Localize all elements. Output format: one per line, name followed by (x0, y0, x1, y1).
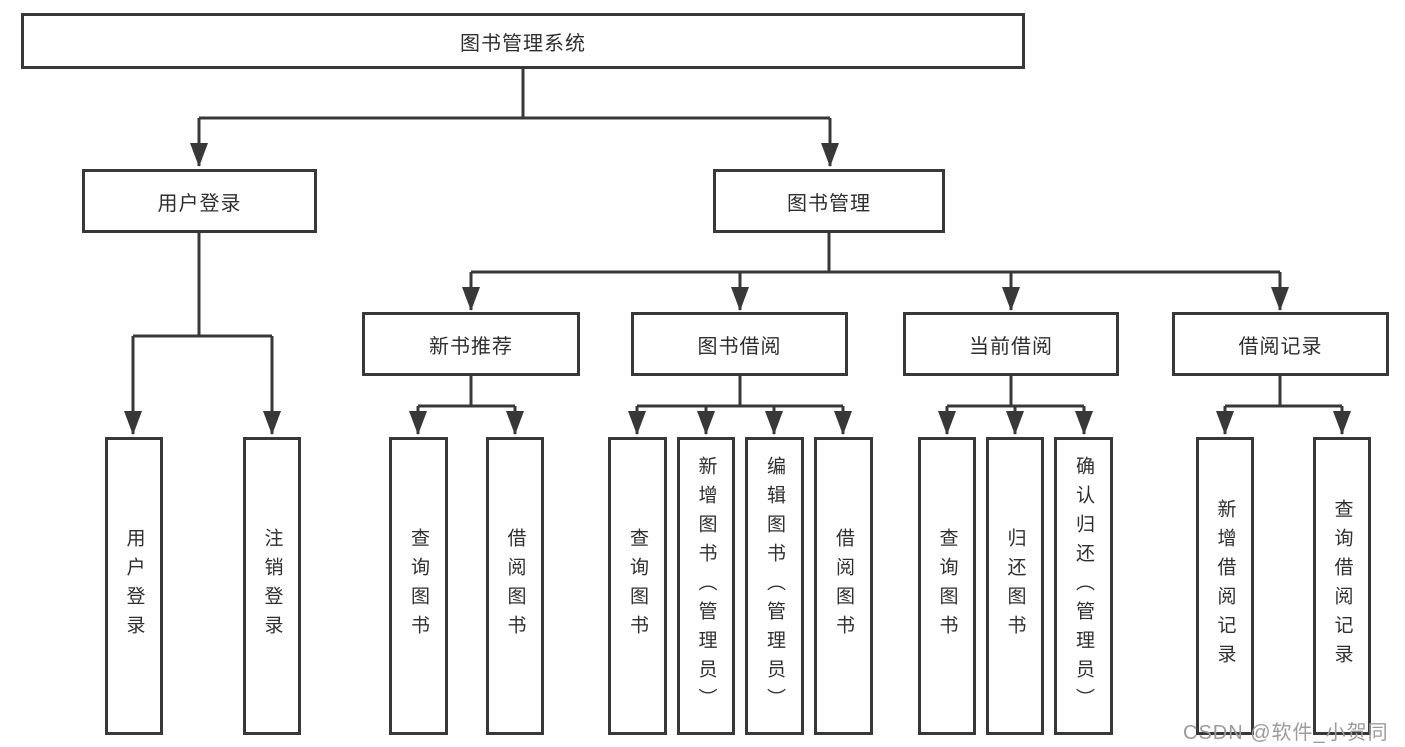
leaf-label: 借阅图书 (504, 528, 526, 644)
leaf-label: 用户登录 (123, 528, 145, 644)
node-new-book-recommend: 新书推荐 (362, 312, 580, 376)
leaf-borrow-query-books: 查询图书 (608, 437, 667, 735)
leaf-label: 查询图书 (936, 528, 958, 644)
leaf-label: 编辑图书（管理员） (764, 455, 785, 717)
node-root-system: 图书管理系统 (21, 13, 1025, 69)
leaf-label: 归还图书 (1004, 528, 1026, 644)
connectors (124, 68, 1351, 435)
node-book-borrow: 图书借阅 (631, 312, 848, 376)
leaf-confirm-return-admin: 确认归还（管理员） (1054, 437, 1113, 735)
leaf-borrow-books: 借阅图书 (814, 437, 873, 735)
leaf-label: 查询图书 (627, 528, 648, 644)
leaf-label: 新增借阅记录 (1214, 499, 1236, 673)
leaf-current-query-books: 查询图书 (918, 437, 976, 735)
node-current-borrow: 当前借阅 (903, 312, 1119, 376)
leaf-rec-query-books: 查询图书 (389, 437, 448, 735)
leaf-logout-login: 注销登录 (243, 437, 301, 735)
node-borrow-records: 借阅记录 (1172, 312, 1389, 376)
node-user-login: 用户登录 (82, 169, 317, 233)
leaf-query-borrow-record: 查询借阅记录 (1313, 437, 1371, 735)
leaf-user-login: 用户登录 (105, 437, 163, 735)
leaf-add-books-admin: 新增图书（管理员） (677, 437, 735, 735)
leaf-return-books: 归还图书 (986, 437, 1044, 735)
leaf-label: 注销登录 (261, 528, 283, 644)
leaf-label: 新增图书（管理员） (695, 455, 717, 717)
leaf-rec-borrow-books: 借阅图书 (486, 437, 544, 735)
csdn-watermark: CSDN @软件_小贺同学 (1183, 722, 1389, 744)
leaf-add-borrow-record: 新增借阅记录 (1196, 437, 1254, 735)
leaf-edit-books-admin: 编辑图书（管理员） (745, 437, 804, 735)
leaf-label: 查询借阅记录 (1331, 499, 1353, 673)
leaf-label: 确认归还（管理员） (1073, 455, 1094, 717)
leaf-label: 借阅图书 (833, 528, 854, 644)
leaf-label: 查询图书 (408, 528, 429, 644)
node-book-management: 图书管理 (713, 169, 945, 233)
